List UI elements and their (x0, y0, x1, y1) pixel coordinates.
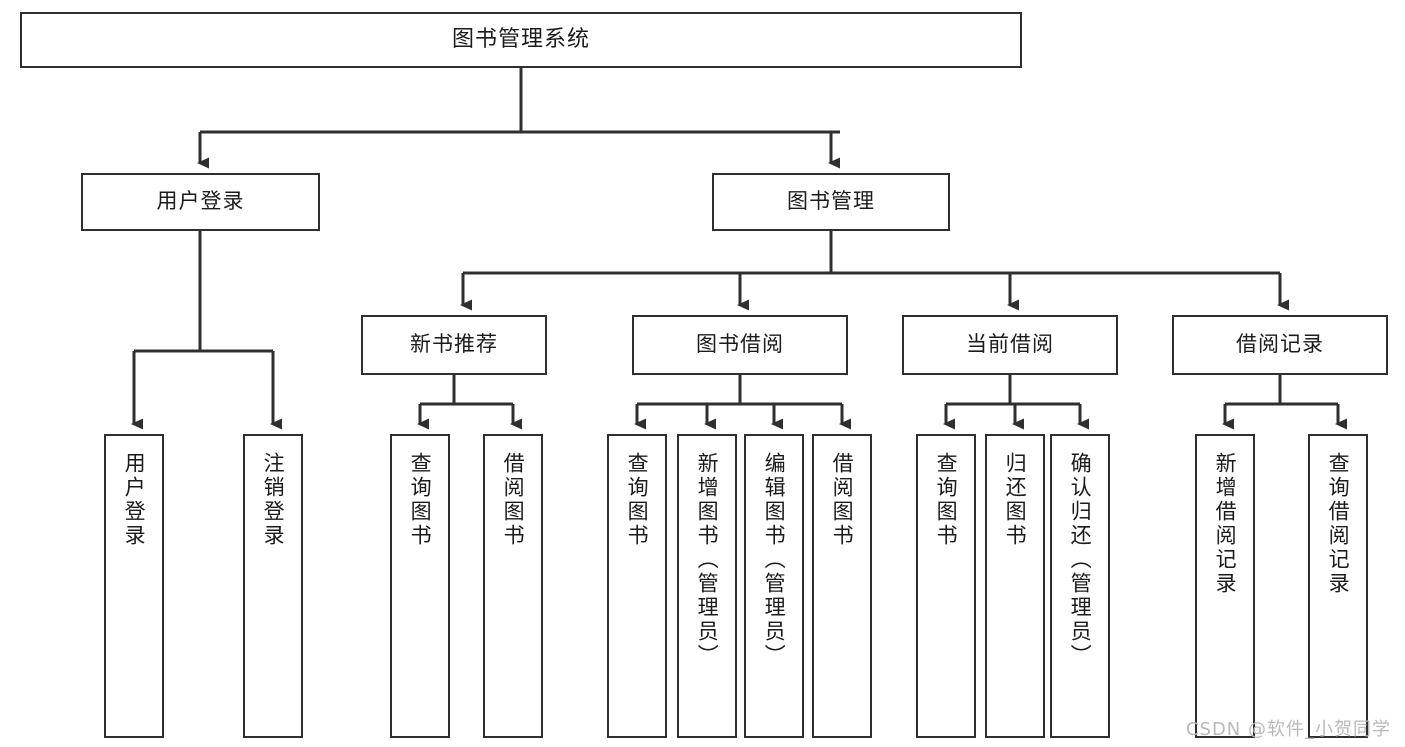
node-label-leaf-user-login: 用户登录 (122, 452, 147, 548)
node-label-user-login: 用户登录 (156, 189, 245, 214)
node-leaf-query-book-current[interactable]: 查询图书 (916, 434, 976, 738)
node-leaf-borrow-book[interactable]: 借阅图书 (812, 434, 872, 738)
node-leaf-query-record[interactable]: 查询借阅记录 (1308, 434, 1368, 738)
node-leaf-return-book[interactable]: 归还图书 (985, 434, 1045, 738)
node-label-leaf-edit-book: 编辑图书（管理员） (762, 452, 787, 668)
node-label-leaf-return-book: 归还图书 (1003, 452, 1028, 548)
node-new-book-rec[interactable]: 新书推荐 (361, 315, 547, 375)
node-label-leaf-borrow-book-rec: 借阅图书 (501, 452, 526, 548)
node-root[interactable]: 图书管理系统 (20, 12, 1022, 68)
node-label-borrow-record: 借阅记录 (1236, 332, 1324, 357)
node-label-leaf-query-record: 查询借阅记录 (1326, 452, 1351, 596)
node-leaf-user-login[interactable]: 用户登录 (104, 434, 164, 738)
node-leaf-user-logout[interactable]: 注销登录 (243, 434, 303, 738)
node-label-leaf-query-book-current: 查询图书 (934, 452, 959, 548)
node-leaf-edit-book[interactable]: 编辑图书（管理员） (744, 434, 804, 738)
node-label-leaf-query-book-rec: 查询图书 (408, 452, 433, 548)
node-leaf-confirm-return[interactable]: 确认归还（管理员） (1050, 434, 1110, 738)
node-label-leaf-add-record: 新增借阅记录 (1213, 452, 1238, 596)
node-leaf-add-book[interactable]: 新增图书（管理员） (677, 434, 737, 738)
node-label-leaf-query-book-borrow: 查询图书 (625, 452, 650, 548)
node-book-manage[interactable]: 图书管理 (712, 173, 950, 231)
node-book-borrow[interactable]: 图书借阅 (632, 315, 848, 375)
node-leaf-add-record[interactable]: 新增借阅记录 (1195, 434, 1255, 738)
node-label-book-manage: 图书管理 (787, 189, 875, 214)
node-current-borrow[interactable]: 当前借阅 (902, 315, 1118, 375)
node-label-new-book-rec: 新书推荐 (410, 332, 498, 357)
node-user-login[interactable]: 用户登录 (81, 173, 320, 231)
node-borrow-record[interactable]: 借阅记录 (1172, 315, 1388, 375)
node-label-leaf-borrow-book: 借阅图书 (830, 452, 855, 548)
node-leaf-borrow-book-rec[interactable]: 借阅图书 (483, 434, 543, 738)
node-label-leaf-add-book: 新增图书（管理员） (695, 452, 720, 668)
node-leaf-query-book-rec[interactable]: 查询图书 (390, 434, 450, 738)
node-label-root: 图书管理系统 (451, 26, 590, 52)
node-label-leaf-confirm-return: 确认归还（管理员） (1068, 452, 1093, 668)
node-label-leaf-user-logout: 注销登录 (261, 452, 286, 548)
node-label-current-borrow: 当前借阅 (966, 332, 1054, 357)
watermark-text: CSDN @软件_小贺同学 (1185, 719, 1391, 740)
node-leaf-query-book-borrow[interactable]: 查询图书 (607, 434, 667, 738)
node-label-book-borrow: 图书借阅 (696, 332, 784, 357)
